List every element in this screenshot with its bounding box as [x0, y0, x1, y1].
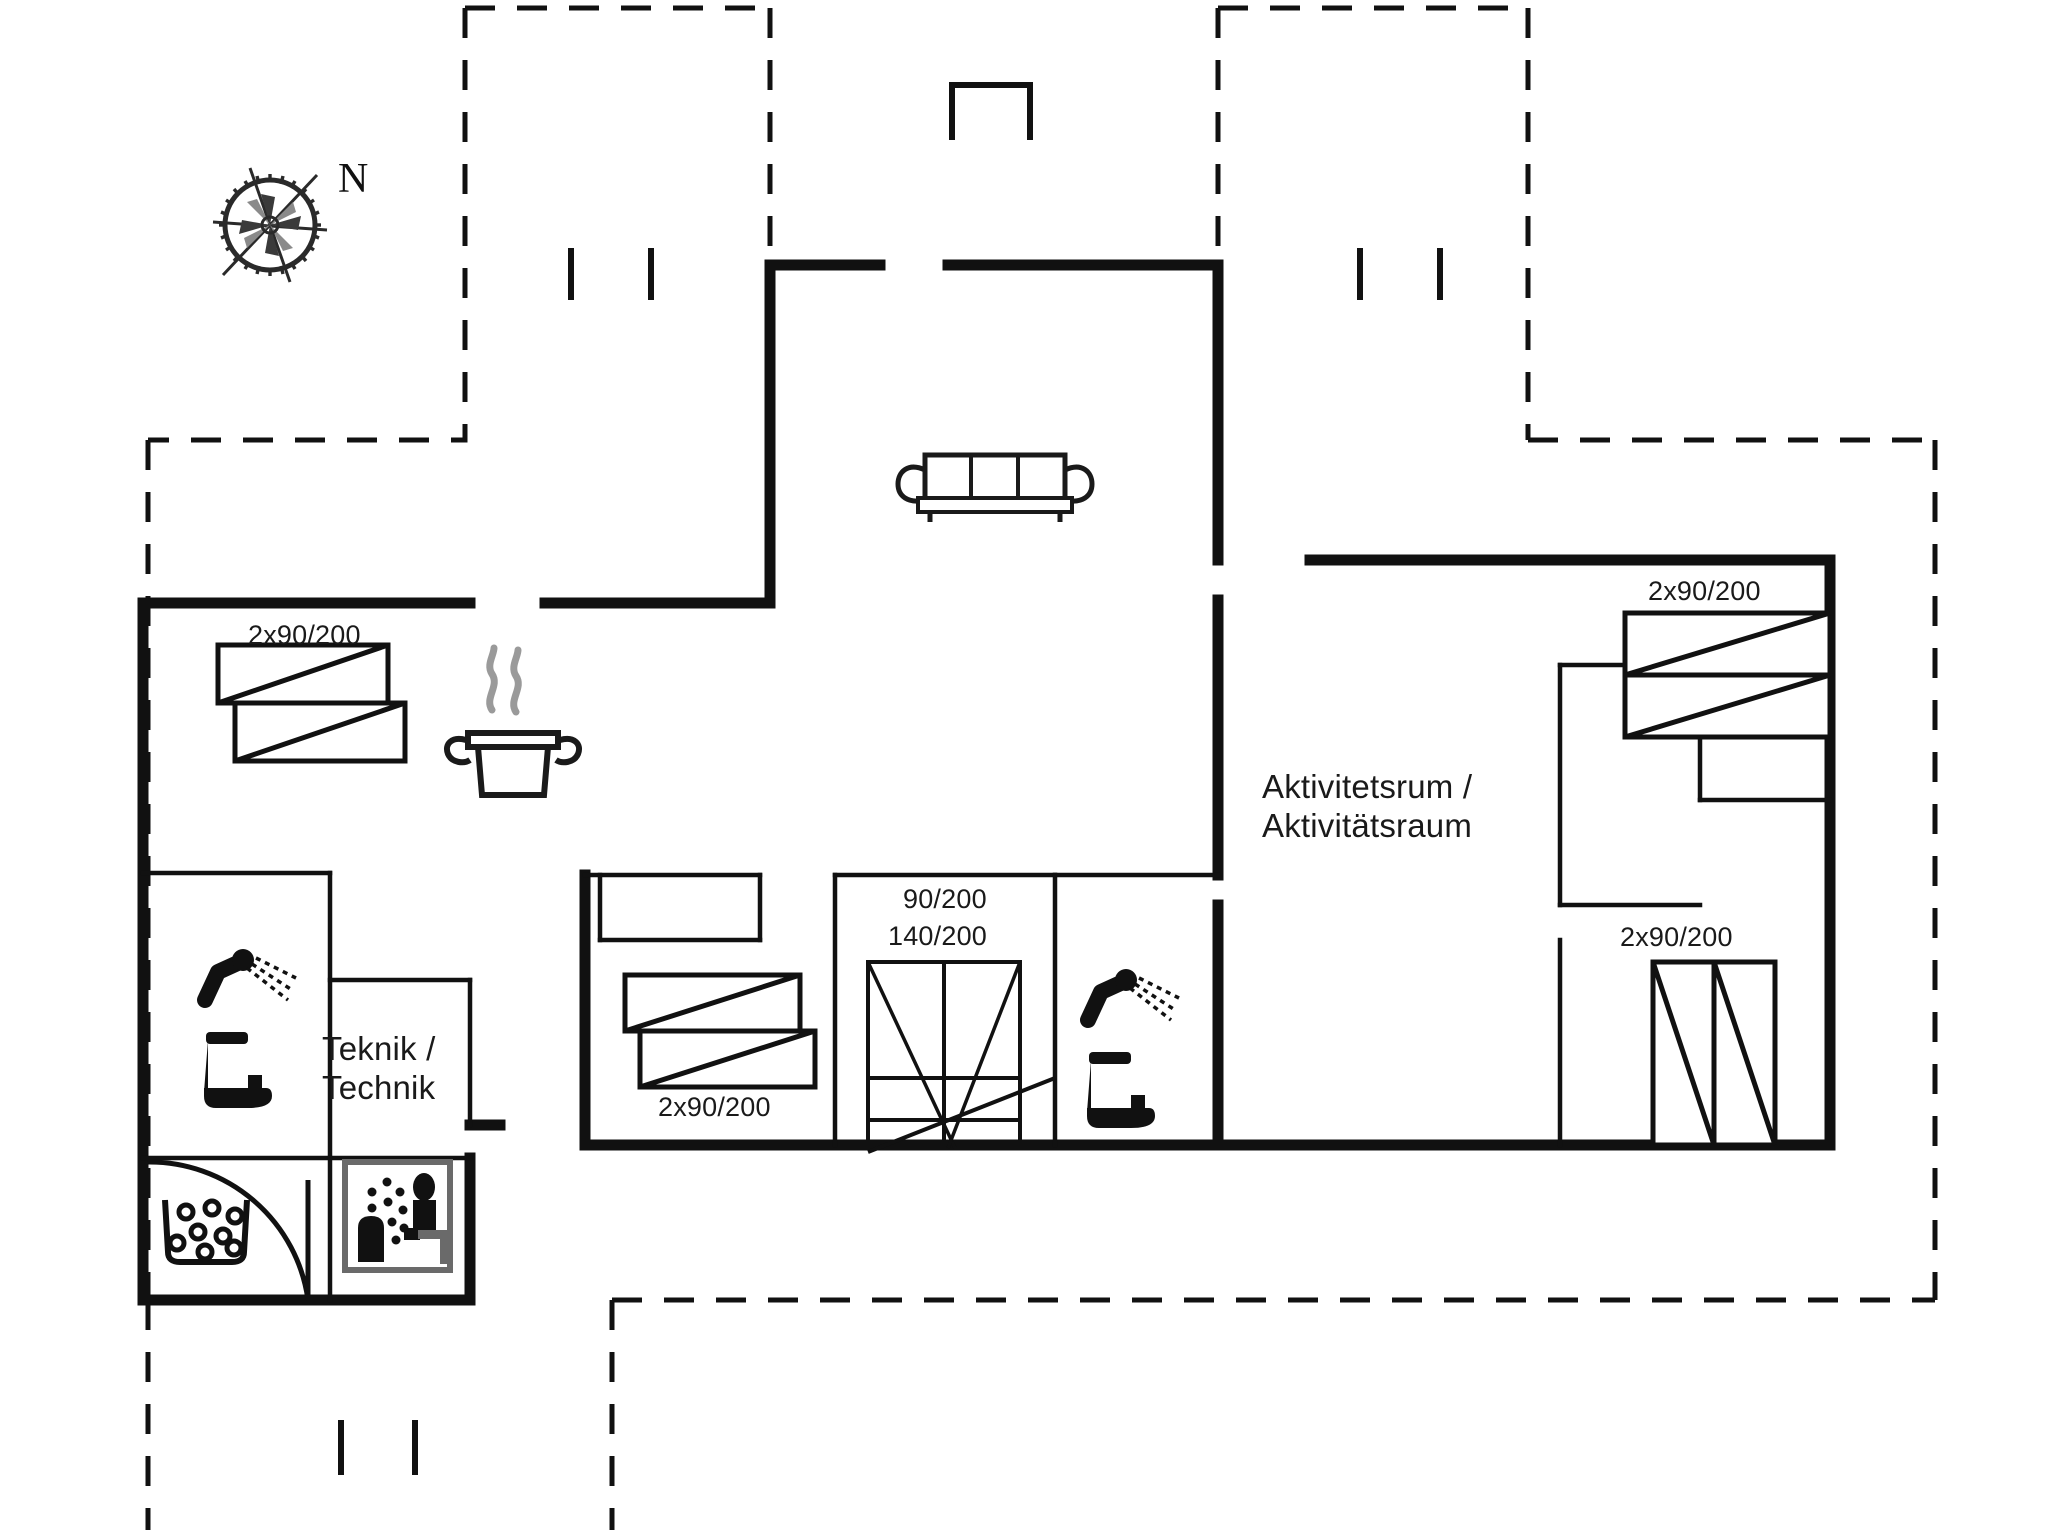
- dimension-label-activity-door-lower: 2x90/200: [1620, 922, 1733, 952]
- structural-walls: [137, 259, 1836, 1306]
- room-label-activity-room: Aktivitetsrum / Aktivitätsraum: [1262, 768, 1472, 846]
- door-90-200-140-200-swing[interactable]: [866, 960, 1056, 1154]
- dimension-label-bedroom-top-left-door: 2x90/200: [248, 620, 361, 650]
- room-label-technical-room: Teknik / Technik: [322, 1030, 435, 1108]
- sofa-icon: [895, 452, 1095, 522]
- dimension-label-stair-door-upper: 90/200: [903, 884, 987, 914]
- roof-detail-box: [949, 82, 1033, 140]
- dimension-label-stair-door-lower: 140/200: [888, 921, 987, 951]
- room-label-technical-room-line1: Teknik /: [322, 1030, 436, 1067]
- room-label-activity-room-line2: Aktivitätsraum: [1262, 806, 1473, 844]
- shower-toilet-icon-left: [197, 949, 297, 1108]
- room-label-activity-room-line1: Aktivitetsrum /: [1262, 768, 1473, 805]
- sauna-icon: [342, 1159, 453, 1273]
- door-2x90-200-center[interactable]: [622, 972, 818, 1090]
- shower-toilet-icon-center: [1080, 969, 1180, 1128]
- whirlpool-icon: [162, 1198, 250, 1265]
- compass-north-label: N: [338, 156, 369, 202]
- pot-icon: [444, 644, 582, 798]
- door-2x90-200-activity-top[interactable]: [1622, 610, 1833, 740]
- dimension-label-bedroom-center-door: 2x90/200: [658, 1092, 771, 1122]
- door-2x90-200-topleft[interactable]: [215, 642, 408, 764]
- door-bath-swing-arc[interactable]: [147, 1159, 311, 1301]
- door-2x90-200-activity-bottom[interactable]: [1650, 959, 1778, 1148]
- compass-rose-graphic: [212, 167, 328, 283]
- room-label-technical-room-line2: Technik: [322, 1068, 436, 1106]
- dimension-label-activity-door-upper: 2x90/200: [1648, 576, 1761, 606]
- compass-rose: [195, 150, 345, 300]
- window-marks: [338, 248, 1443, 1475]
